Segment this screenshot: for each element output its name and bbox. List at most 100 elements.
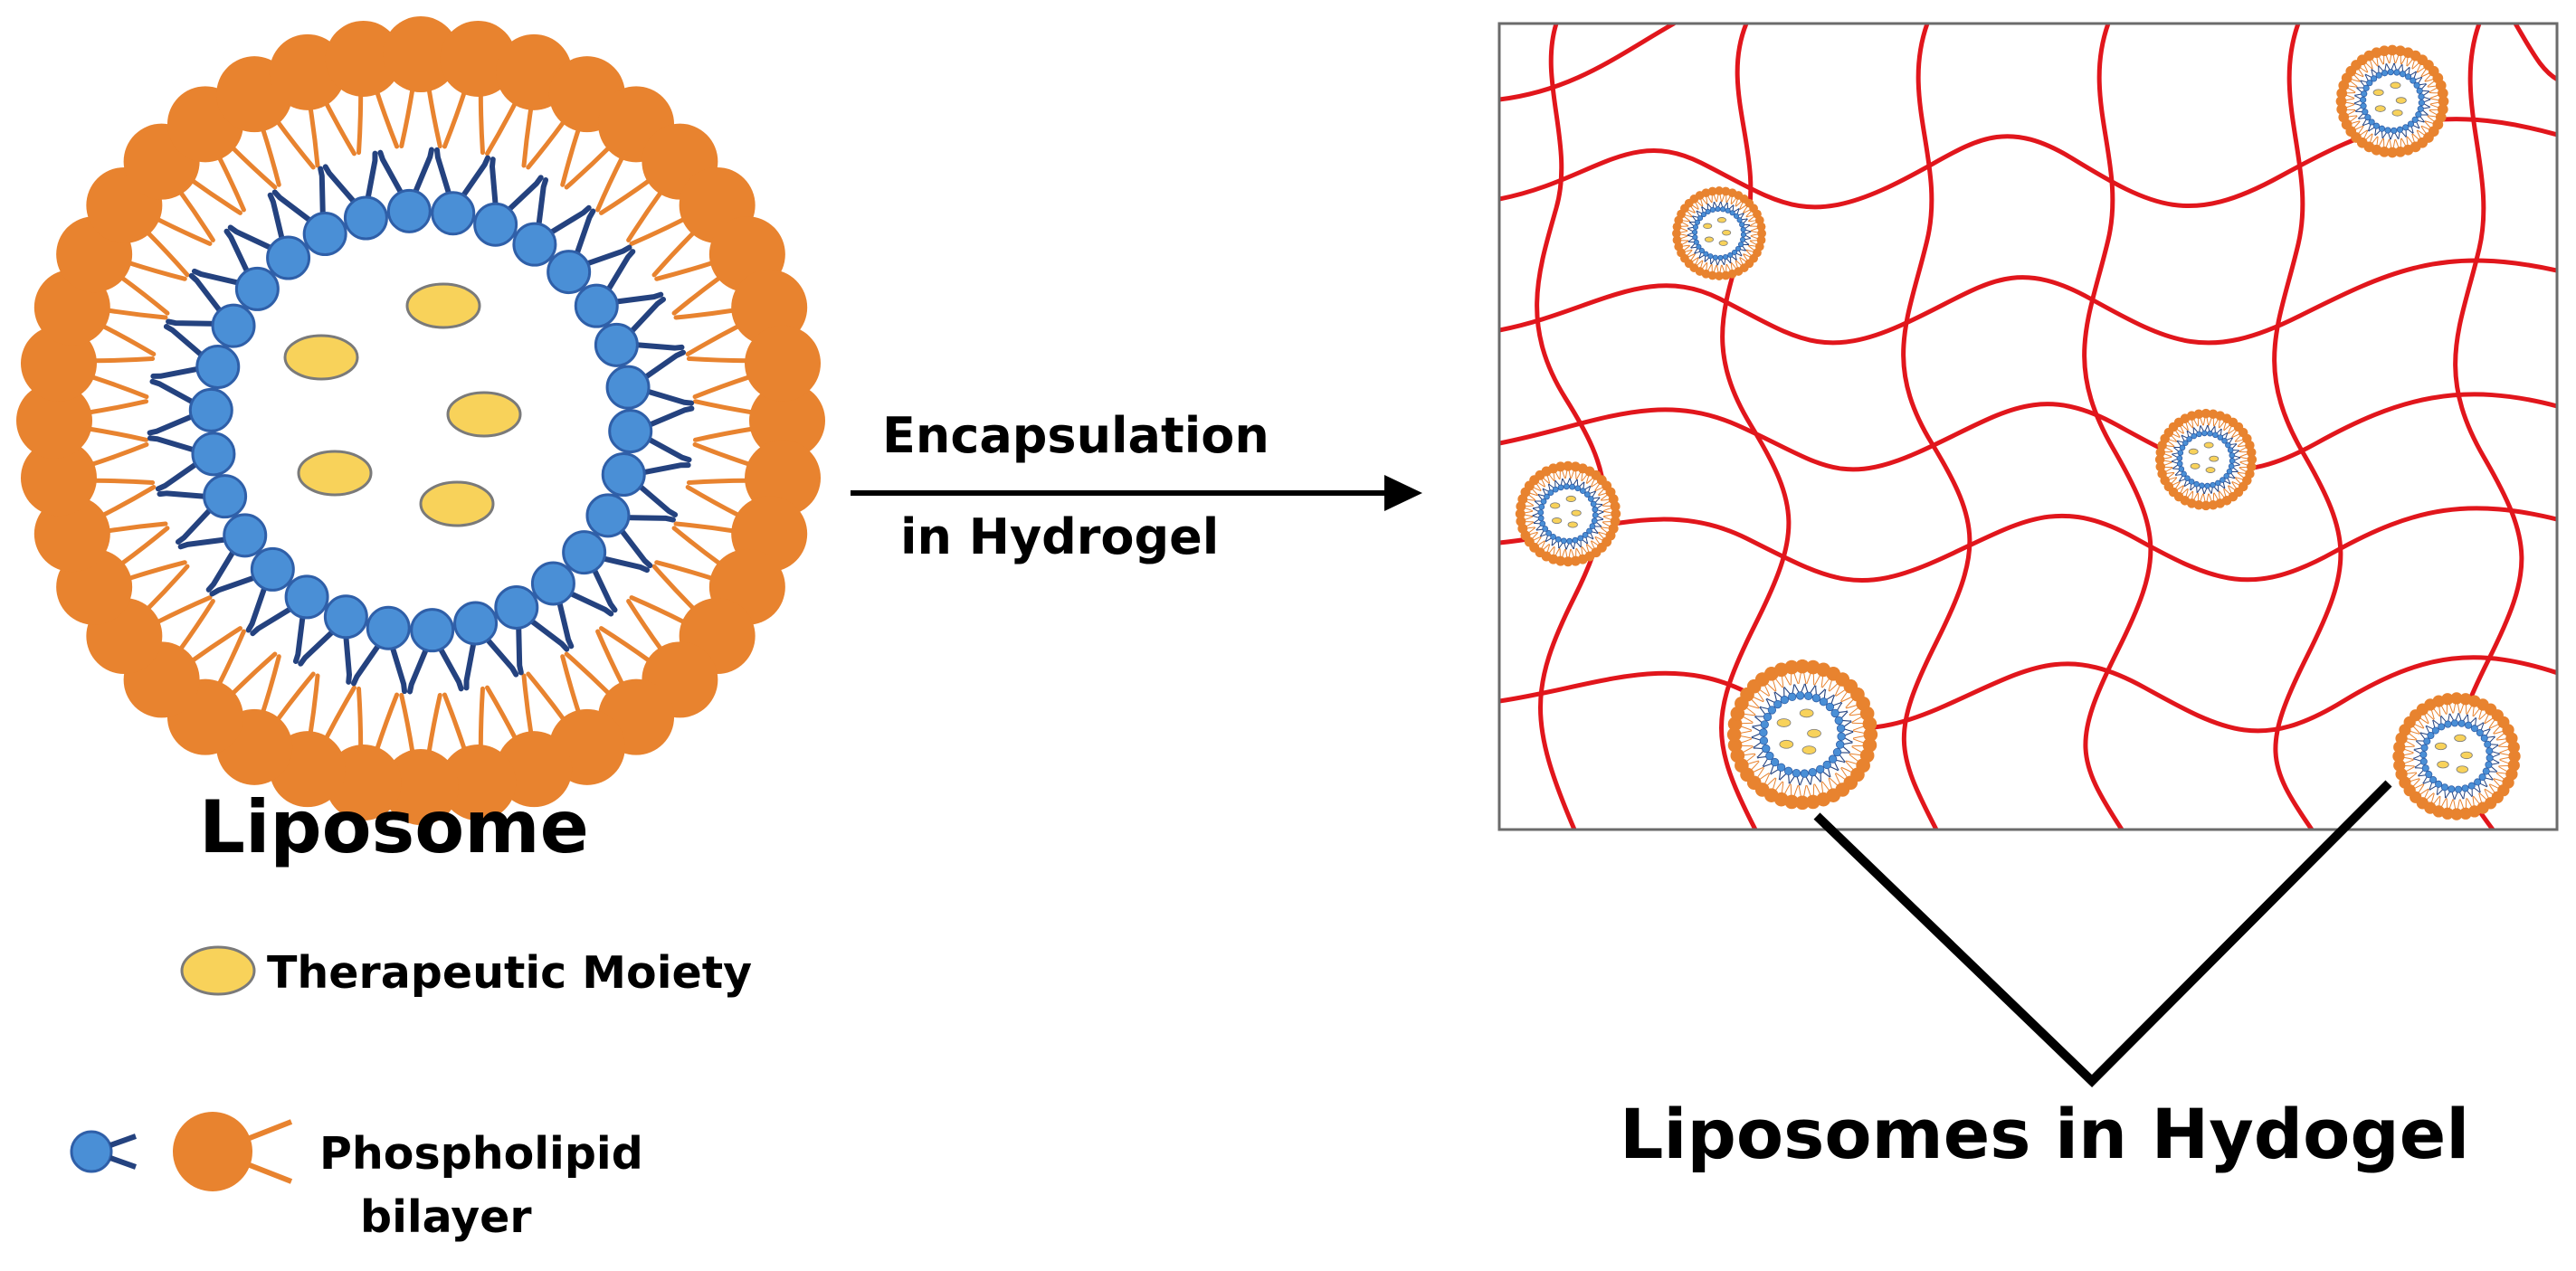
mini-liposome-inner-lipid	[2382, 127, 2391, 140]
liposome-inner-lipid	[351, 605, 411, 695]
inner-phospholipid-icon	[70, 1130, 138, 1173]
mini-liposome-outer-lipid	[2392, 750, 2414, 763]
mini-liposome-inner-lipid	[1543, 484, 1554, 496]
mini-liposome-inner-lipid	[2226, 468, 2239, 479]
mini-liposome-outer-lipid	[1563, 549, 1573, 567]
mini-liposome-therapeutic-moiety	[2209, 455, 2220, 462]
mini-liposome-outer-lipid	[2239, 447, 2257, 458]
mini-liposome-outer-lipid	[1715, 186, 1724, 203]
liposome-inner-lipid	[601, 452, 691, 517]
mini-liposome-inner-lipid	[2484, 736, 2499, 748]
mini-liposome-outer-lipid	[1529, 475, 1545, 491]
mini-liposome-inner-lipid	[1720, 201, 1728, 213]
mini-liposome-therapeutic-moiety	[1552, 517, 1563, 525]
liposome-inner-lipid	[530, 561, 614, 650]
mini-liposome-therapeutic-moiety	[1567, 521, 1578, 528]
mini-liposome-inner-lipid	[2207, 424, 2215, 437]
mini-liposome-inner-lipid	[2358, 114, 2372, 126]
mini-liposome-therapeutic-moiety	[1718, 240, 1728, 246]
mini-liposome-inner-lipid	[2426, 720, 2439, 735]
mini-liposome-outer-lipid	[2239, 454, 2258, 465]
liposome-outer-lipid	[692, 383, 825, 459]
mini-liposome-inner-lipid	[2355, 109, 2369, 119]
mini-liposome-inner-lipid	[2417, 105, 2430, 116]
mini-liposome-inner-lipid	[2172, 447, 2184, 456]
mini-liposome-inner-lipid	[2470, 717, 2484, 733]
mini-liposome-outer-lipid	[1749, 222, 1766, 232]
mini-liposome-inner-lipid	[2461, 784, 2473, 800]
liposome-therapeutic-moiety	[297, 450, 373, 497]
mini-liposome-therapeutic-moiety	[2390, 81, 2401, 90]
liposome-inner-lipid	[298, 594, 368, 685]
mini-liposome-outer-lipid	[1795, 784, 1810, 811]
mini-liposome-inner-lipid	[2485, 761, 2500, 772]
mini-liposome-inner-lipid	[1572, 536, 1582, 549]
mini-liposome-inner-lipid	[2445, 785, 2456, 800]
mini-liposome-inner-lipid	[2374, 125, 2386, 138]
mini-liposome-inner-lipid	[1569, 478, 1578, 490]
mini-liposome-inner-lipid	[2429, 780, 2443, 795]
mini-liposome-outer-lipid	[1715, 264, 1724, 280]
mini-liposome-inner-lipid	[1545, 533, 1556, 546]
mini-liposome-outer-lipid	[1603, 508, 1621, 519]
hydrogel-frame	[1497, 22, 2559, 831]
mini-liposome-inner-lipid	[1722, 253, 1731, 265]
liposome-inner-lipid	[166, 272, 256, 348]
mini-liposome-inner-lipid	[1800, 769, 1811, 786]
mini-liposome-inner-lipid	[2212, 426, 2222, 439]
mini-liposome-inner-lipid	[1757, 751, 1774, 767]
mini-liposome-inner-lipid	[2177, 435, 2189, 447]
mini-liposome-inner-lipid	[2187, 427, 2198, 440]
liposome-inner-lipid	[271, 166, 347, 257]
mini-liposome-inner-lipid	[2225, 438, 2237, 449]
hydrogel-fiber	[1719, 24, 1792, 830]
mini-liposome-inner-lipid	[2393, 62, 2402, 76]
mini-liposome-therapeutic-moiety	[2203, 441, 2214, 449]
mini-liposome-inner-lipid	[1737, 242, 1749, 251]
mini-liposome-inner-lipid	[1725, 202, 1734, 213]
mini-liposome	[1726, 659, 1878, 811]
mini-liposome-therapeutic-moiety	[1799, 708, 1814, 718]
mini-liposome-outer-lipid	[1726, 727, 1753, 742]
mini-liposome-inner-lipid	[1552, 536, 1562, 549]
liposome-inner-lipid	[150, 324, 241, 389]
mini-liposome-inner-lipid	[1794, 683, 1805, 700]
mini-liposome-inner-lipid	[1587, 491, 1601, 502]
mini-liposome-therapeutic-moiety	[1704, 236, 1715, 242]
mini-liposome-inner-lipid	[2353, 102, 2367, 112]
mini-liposome-inner-lipid	[2356, 81, 2370, 91]
liposomes-in-hydrogel-label: Liposomes in Hydogel	[1620, 1094, 2469, 1174]
encapsulation-label-line1: Encapsulation	[882, 407, 1269, 464]
mini-liposome-inner-lipid	[1574, 479, 1584, 492]
liposome-inner-lipid	[585, 493, 676, 569]
mini-liposome-inner-lipid	[2365, 69, 2378, 82]
mini-liposome-inner-lipid	[1770, 763, 1786, 781]
mini-liposome-inner-lipid	[1535, 526, 1549, 536]
liposome-outer-lipid	[16, 383, 149, 459]
mini-liposome-therapeutic-moiety	[2372, 89, 2384, 96]
mini-liposome-inner-lipid	[2197, 482, 2205, 495]
mini-liposome-inner-lipid	[1808, 767, 1821, 785]
liposome-therapeutic-moiety	[405, 282, 481, 329]
mini-liposome-outer-lipid	[2335, 96, 2355, 107]
encapsulated-liposomes	[1515, 44, 2521, 820]
mini-liposome-inner-lipid	[1825, 695, 1842, 712]
mini-liposome-therapeutic-moiety	[1571, 509, 1582, 517]
mini-liposome-inner-lipid	[1766, 692, 1782, 709]
mini-liposome-inner-lipid	[1751, 726, 1768, 738]
mini-liposome-inner-lipid	[1837, 731, 1854, 743]
liposome-inner-lipid	[608, 405, 695, 463]
mini-liposome-inner-lipid	[2476, 722, 2490, 737]
mini-liposome-inner-lipid	[2223, 472, 2235, 484]
mini-liposome-inner-lipid	[2413, 757, 2428, 768]
mini-liposome-therapeutic-moiety	[1776, 718, 1792, 727]
mini-liposome-outer-lipid	[2154, 454, 2172, 465]
hydrogel-fiber	[1499, 258, 2557, 346]
mini-liposome-therapeutic-moiety	[1716, 217, 1726, 223]
mini-liposome-outer-lipid	[2193, 409, 2204, 427]
mini-liposome-outer-lipid	[2219, 488, 2232, 506]
mini-liposome	[1515, 460, 1621, 567]
liposome-inner-lipid	[453, 601, 519, 691]
mini-liposome-therapeutic-moiety	[2391, 109, 2403, 117]
liposome-inner-lipid	[147, 432, 236, 492]
